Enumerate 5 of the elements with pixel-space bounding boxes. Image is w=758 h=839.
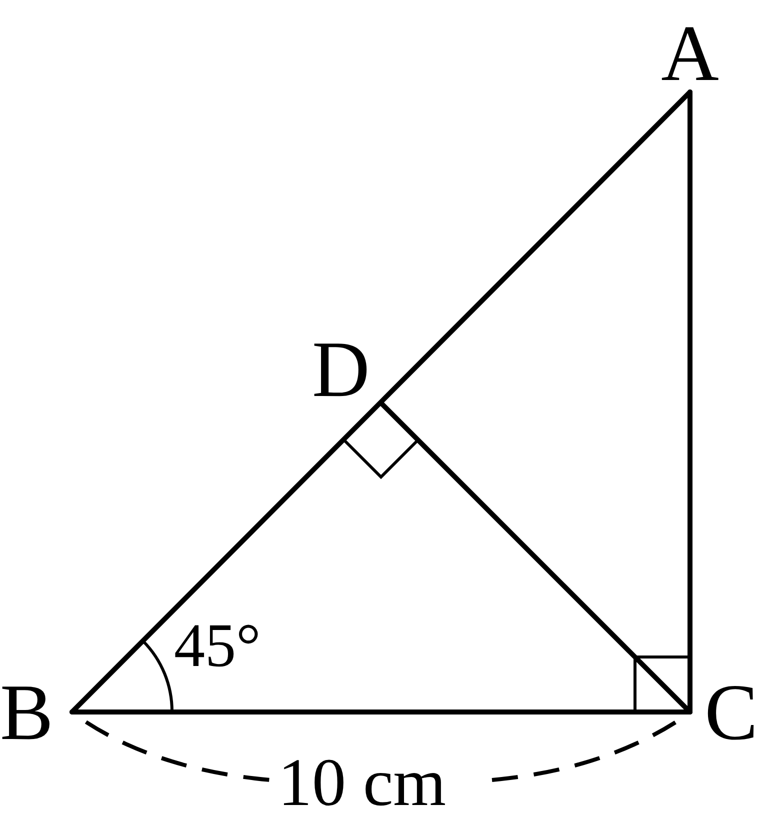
vertex-label: D (312, 330, 370, 410)
vertex-label: A (661, 14, 719, 94)
vertex-label: B (0, 673, 54, 753)
vertex-label: C (704, 673, 758, 753)
line-segment (378, 400, 692, 714)
